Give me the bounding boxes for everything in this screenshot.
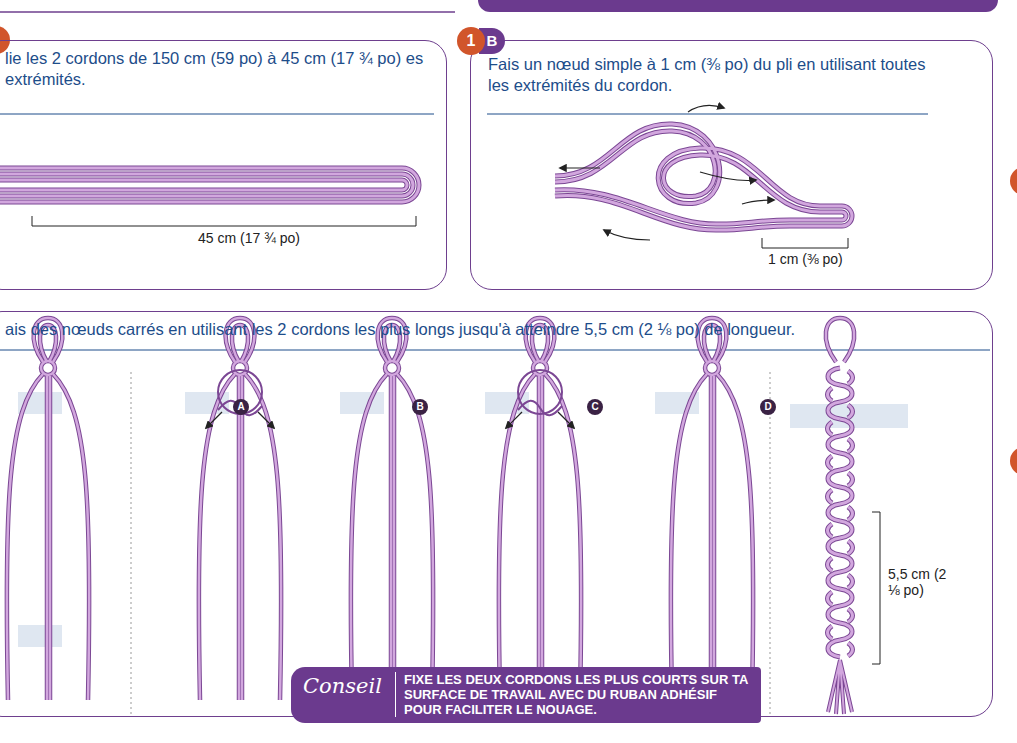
badge: 1B <box>457 27 505 55</box>
step-letter: C <box>587 399 603 415</box>
tip-title: Conseil <box>303 673 379 699</box>
step-badge: A <box>233 399 249 415</box>
step-letter: A <box>233 399 249 415</box>
instruction-text: ais des nœuds carrés en utilisant les 2 … <box>5 319 985 340</box>
dimension-label: 1 cm (⅜ po) <box>766 251 845 267</box>
step-panel: lie les 2 cordons de 150 cm (59 po) à 45… <box>0 40 447 290</box>
step-letter: D <box>760 399 776 415</box>
step-badge: B <box>412 399 428 415</box>
instruction-text: lie les 2 cordons de 150 cm (59 po) à 45… <box>5 48 435 89</box>
step-panel: ais des nœuds carrés en utilisant les 2 … <box>0 311 993 717</box>
step-badge: D <box>760 399 776 415</box>
instruction-text: Fais un nœud simple à 1 cm (⅜ po) du pli… <box>488 54 933 95</box>
dimension-label: 45 cm (17 ¾ po) <box>196 230 302 246</box>
tip-text: FIXE LES DEUX CORDONS LES PLUS COURTS SU… <box>395 672 751 717</box>
tip-box: Conseil FIXE LES DEUX CORDONS LES PLUS CO… <box>291 667 761 723</box>
step-letter: B <box>412 399 428 415</box>
dimension-label: 5,5 cm (2 ⅛ po) <box>886 566 954 598</box>
step-panel: Fais un nœud simple à 1 cm (⅜ po) du pli… <box>470 40 993 290</box>
step-number: 1 <box>457 27 485 55</box>
step-badge: C <box>587 399 603 415</box>
